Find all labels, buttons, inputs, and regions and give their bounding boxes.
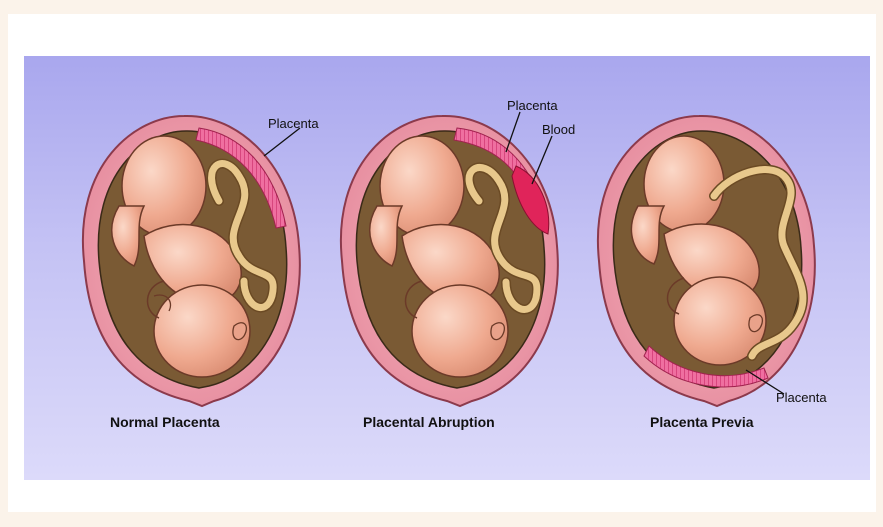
placenta-pointer-1 bbox=[264, 128, 300, 156]
label-blood: Blood bbox=[542, 122, 575, 137]
panel-normal-placenta: Placenta Normal Placenta bbox=[83, 116, 319, 430]
label-placenta-1: Placenta bbox=[268, 116, 319, 131]
caption-placenta-previa: Placenta Previa bbox=[650, 414, 754, 430]
caption-placental-abruption: Placental Abruption bbox=[363, 414, 495, 430]
panel-placental-abruption: Placenta Blood Placental Abruption bbox=[341, 98, 575, 430]
label-placenta-3: Placenta bbox=[776, 390, 827, 405]
caption-normal-placenta: Normal Placenta bbox=[110, 414, 220, 430]
placenta-diagram: Placenta Normal Placenta Placenta Blood … bbox=[24, 56, 870, 480]
panel-placenta-previa: Placenta Placenta Previa bbox=[598, 116, 827, 430]
blood-pointer bbox=[532, 136, 552, 184]
label-placenta-2: Placenta bbox=[507, 98, 558, 113]
